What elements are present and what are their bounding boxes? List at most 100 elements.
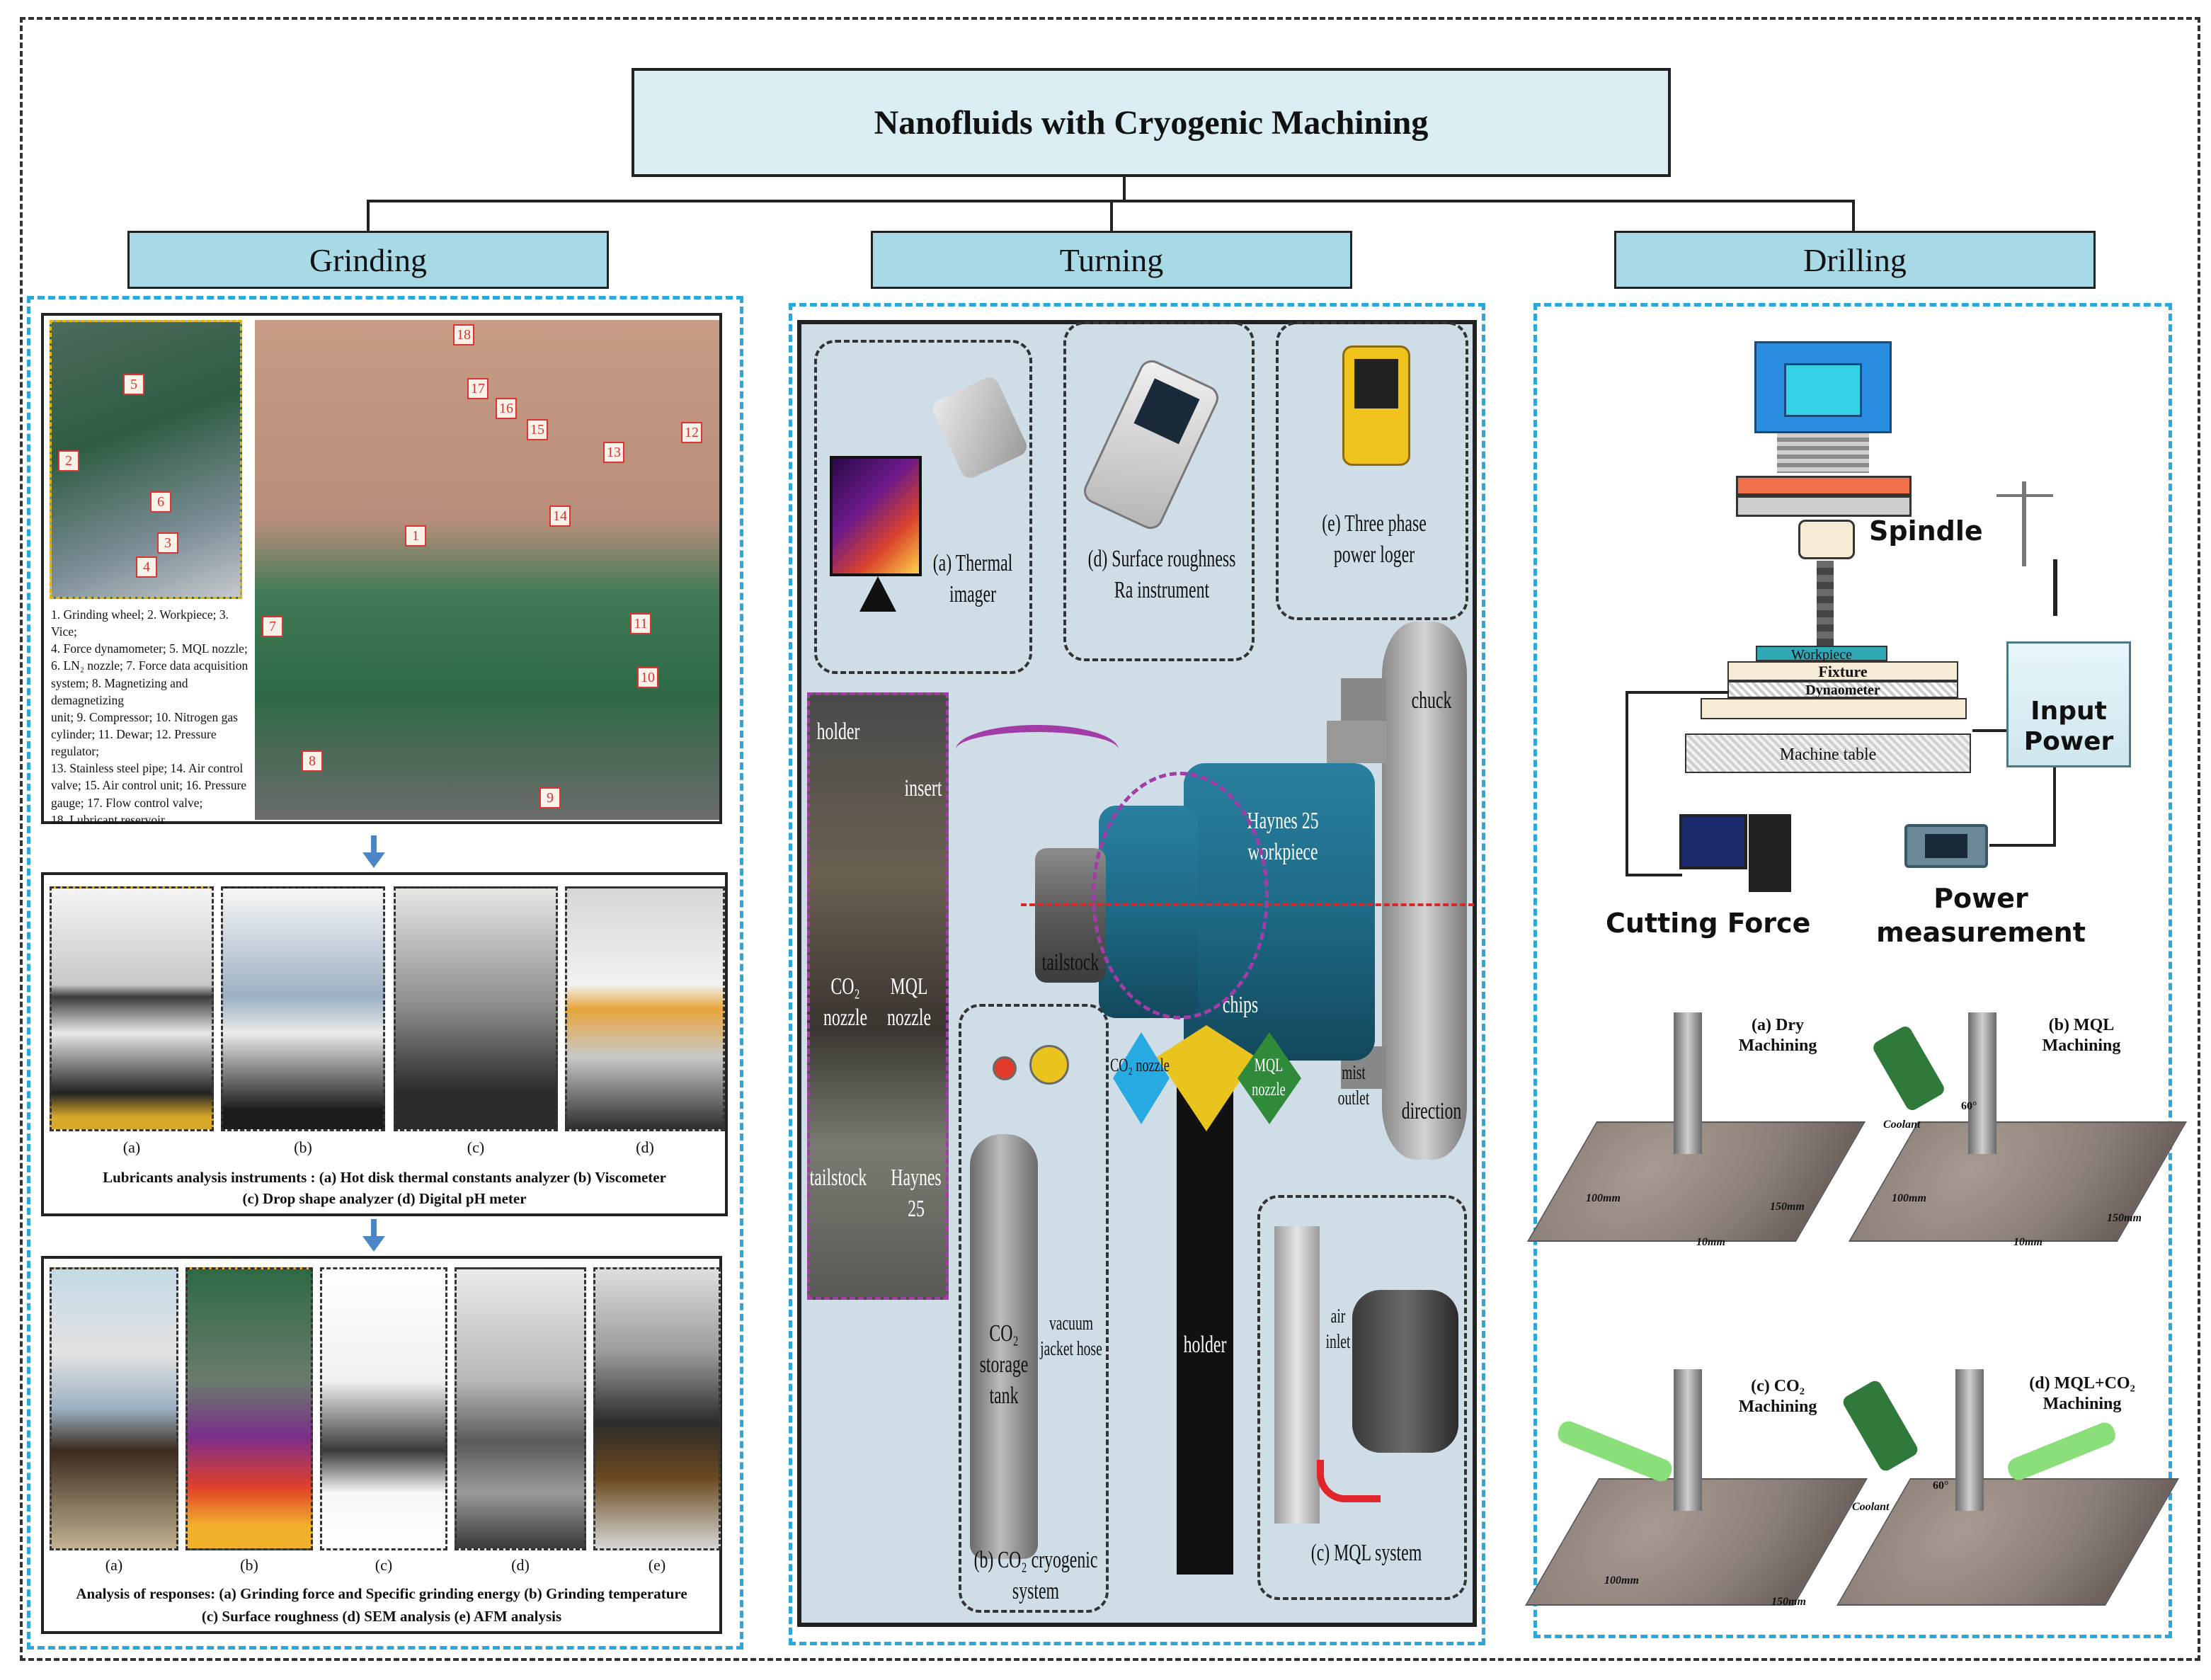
- co2-nozzle-icon: [2004, 1419, 2119, 1483]
- label-line: Input: [2030, 697, 2107, 726]
- legend-line: system; 8. Magnetizing and demagnetizing: [51, 675, 188, 707]
- temperature-photo: [185, 1267, 313, 1550]
- spindle-plate: [1736, 496, 1912, 517]
- label-line: CO₂: [989, 1320, 1019, 1347]
- chuck-label: chuck: [1411, 687, 1452, 714]
- zoom-circle: [1092, 772, 1269, 1019]
- photo-tailstock-label: tailstock: [809, 1165, 867, 1191]
- monitor-stand-icon: [859, 576, 896, 612]
- co2-tank: [970, 1134, 1038, 1559]
- angle-label: 60°: [1933, 1480, 1949, 1492]
- responses-caption-2: (c) Surface roughness (d) SEM analysis (…: [201, 1608, 562, 1625]
- label-line: (b) CO₂ cryogenic: [973, 1547, 1098, 1573]
- mql-label: (b) MQL Machining: [2011, 1015, 2152, 1056]
- turning-heading: Turning: [871, 231, 1352, 289]
- label-line: (a) Dry: [1752, 1016, 1804, 1034]
- instruments-caption-1: Lubricants analysis instruments : (a) Ho…: [103, 1169, 666, 1186]
- mql-system-label: (c) MQL system: [1310, 1540, 1422, 1566]
- monitor-icon: [830, 456, 922, 576]
- roughness-tester-icon: [1080, 355, 1223, 534]
- legend-line: 4. Force dynamometer; 5. MQL nozzle;: [51, 641, 248, 656]
- down-arrow-shaft: [371, 835, 377, 854]
- label-line: nozzle: [823, 1005, 868, 1032]
- drill-tool-icon: [1674, 1369, 1702, 1511]
- drilling-connector: [1852, 200, 1855, 232]
- grinding-panel: [27, 296, 743, 1650]
- afm-photo: [593, 1267, 721, 1550]
- dry-label: (a) Dry Machining: [1718, 1015, 1838, 1056]
- label-line: Ra instrument: [1114, 577, 1210, 604]
- pressure-gauge-icon: [1029, 1045, 1069, 1085]
- chuck-jaw: [1341, 678, 1386, 721]
- thermal-imager-box: (a) Thermal imager: [814, 340, 1032, 674]
- dry-machining-tile: (a) Dry Machining 100mm 150mm 10mm: [1526, 1005, 1866, 1252]
- label-line: storage: [979, 1352, 1029, 1378]
- co2-system-label: (b) CO₂ cryogenic system: [969, 1545, 1103, 1607]
- label-line: Machining: [1738, 1397, 1817, 1416]
- computer-monitor-icon: [1679, 814, 1747, 869]
- drill-tool-icon: [1968, 1012, 1996, 1154]
- power-measurement-label: Power measurement: [1861, 882, 2101, 950]
- input-power-box: Input Power: [2006, 641, 2131, 767]
- label-line: Machining: [1738, 1036, 1817, 1055]
- mql-system-box: air inlet (c) MQL system: [1257, 1195, 1467, 1600]
- callout-11: 11: [630, 613, 651, 634]
- bellows: [1777, 433, 1869, 473]
- workpiece-layer: Workpiece: [1756, 646, 1887, 663]
- co2-nozzle-icon: [1555, 1418, 1675, 1485]
- workpiece-block: [1836, 1478, 2179, 1606]
- drill-tool-icon: [1674, 1012, 1702, 1154]
- drilling-panel: [1533, 303, 2172, 1638]
- mql-nozzle-label: MQL nozzle: [1252, 1055, 1286, 1099]
- photo-haynes-label: Haynes 25: [891, 1165, 942, 1223]
- label-line: (d) MQL+CO₂: [2029, 1374, 2135, 1393]
- legend-line: 18. Lubricant reservoir: [51, 812, 165, 827]
- label-line: Power: [2023, 727, 2114, 757]
- dim-150: 150mm: [1771, 1596, 1806, 1608]
- power-pole-icon: [2022, 481, 2026, 566]
- dim-100: 100mm: [1586, 1192, 1621, 1204]
- callout-14: 14: [549, 505, 571, 527]
- direction-label: direction: [1401, 1098, 1462, 1124]
- label-line: CO₂: [830, 973, 860, 1000]
- power-meter-icon: [1904, 824, 1988, 868]
- table-top: [1701, 698, 1967, 719]
- roughness-label: (d) Surface roughness Ra instrument: [1080, 544, 1244, 606]
- callout-7: 7: [262, 616, 283, 637]
- callout-8: 8: [302, 750, 323, 772]
- sem-photo: [455, 1267, 586, 1550]
- grinding-heading: Grinding: [127, 231, 609, 289]
- grinding-setup-legend: 1. Grinding wheel; 2. Workpiece; 3. Vice…: [51, 606, 253, 828]
- chuck-jaw: [1327, 721, 1386, 763]
- mql-nozzle-icon: [1870, 1024, 1947, 1113]
- dim-150: 150mm: [2107, 1212, 2142, 1224]
- power-logger-icon: [1342, 345, 1410, 466]
- signal-line: [1626, 874, 1682, 876]
- down-arrow-shaft: [371, 1219, 377, 1238]
- insert-label: insert: [1186, 1119, 1224, 1145]
- spindle-flange: [1736, 476, 1912, 496]
- roughness-photo: [320, 1267, 447, 1550]
- co2-tank-label: CO₂ storage tank: [979, 1318, 1029, 1412]
- label-line: imager: [949, 581, 997, 608]
- drilling-heading: Drilling: [1614, 231, 2096, 289]
- label-line: (c) CO₂: [1751, 1377, 1805, 1395]
- photo-co2-label: CO₂ nozzle: [821, 971, 870, 1034]
- callout-3: 3: [157, 532, 178, 554]
- ph-meter-photo: [565, 886, 725, 1131]
- co2-nozzle-label: CO₂ nozzle: [1110, 1055, 1170, 1075]
- turning-closeup-photo: holder insert CO₂ nozzle MQL nozzle tail…: [807, 692, 949, 1300]
- label-line: system: [1012, 1578, 1060, 1605]
- holder-label: holder: [1183, 1332, 1227, 1358]
- cutting-force-label: Cutting Force: [1606, 908, 1811, 939]
- tailstock-label: tailstock: [1041, 949, 1099, 976]
- surface-roughness-box: (d) Surface roughness Ra instrument: [1063, 321, 1255, 661]
- title-connector: [1123, 177, 1126, 201]
- thermal-camera-icon: [930, 374, 1030, 481]
- co2-system-box: CO₂ storage tank vacuum jacket hose (b) …: [959, 1004, 1109, 1613]
- chuck-holder: [1798, 520, 1855, 559]
- mql-machining-tile: (b) MQL Machining Coolant 60° 100mm 150m…: [1848, 1005, 2188, 1252]
- outer-frame: [20, 17, 2200, 1661]
- label-line: (d) Surface roughness: [1087, 546, 1236, 572]
- label-line: Machining: [2042, 1036, 2121, 1055]
